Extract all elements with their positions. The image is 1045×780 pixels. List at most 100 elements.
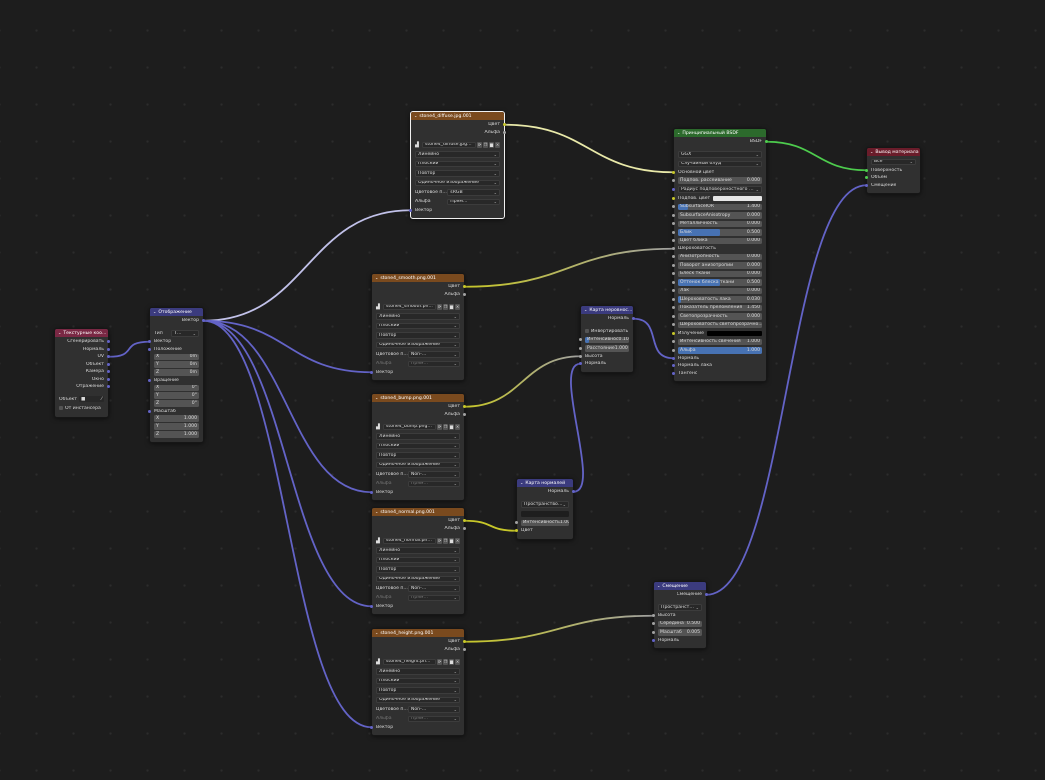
link-bump_img-to-bump[interactable] [464,355,581,408]
image-name-field[interactable]: stone4_bump.png.001 [383,423,436,430]
uv-map-field[interactable] [521,510,569,517]
col-socket[interactable] [463,519,466,523]
link-height_img-to-displace[interactable] [464,614,654,643]
vec-socket[interactable] [370,604,373,608]
image-browse-icon[interactable]: ▟ [376,537,380,544]
link-principled-to-output[interactable] [766,140,867,172]
vec-socket[interactable] [632,317,635,321]
dropdown[interactable]: Одиночное изображение⌄ [376,575,460,582]
link-bump-to-principled[interactable] [633,317,674,360]
dropdown[interactable]: Плоский⌄ [376,322,460,329]
collapse-chevron-icon[interactable]: ⌄ [677,130,681,135]
float-socket[interactable] [672,255,675,259]
dropdown[interactable]: Одиночное изображение⌄ [415,179,500,186]
reload-icon[interactable]: ⟳ [437,304,442,310]
float-socket[interactable] [652,630,655,634]
dropdown[interactable]: Одиночное изображение⌄ [376,461,460,468]
float-socket[interactable] [463,526,466,530]
collapse-chevron-icon[interactable]: ⌄ [870,149,874,154]
dropdown[interactable]: Точка⌄ [171,330,199,337]
vec-socket[interactable] [107,362,110,366]
vec-socket[interactable] [572,490,575,494]
duplicate-icon[interactable]: ❐ [483,142,488,148]
col-socket[interactable] [672,331,675,335]
dropdown[interactable]: Повтор⌄ [415,170,500,177]
float-socket[interactable] [463,412,466,416]
link-diffuse-to-principled[interactable] [504,123,674,174]
float-socket[interactable] [672,230,675,234]
value-slider[interactable]: Шероховатость светопрозрачно...0.000 [678,321,762,328]
dropdown[interactable]: Повтор⌄ [376,566,460,573]
col-socket[interactable] [463,640,466,644]
vec-socket[interactable] [672,187,675,191]
unlink-icon[interactable]: × [495,142,500,148]
float-socket[interactable] [672,297,675,301]
vec-socket[interactable] [865,183,868,187]
dropdown[interactable]: Плоский⌄ [376,556,460,563]
col-socket[interactable] [515,529,518,533]
link-normalmap-to-bump[interactable] [570,362,584,493]
collapse-chevron-icon[interactable]: ⌄ [375,395,379,400]
collapse-chevron-icon[interactable]: ⌄ [520,480,524,485]
dropdown[interactable]: sRGB⌄ [447,189,500,196]
float-socket[interactable] [672,280,675,284]
float-socket[interactable] [672,239,675,243]
node-header[interactable]: ⌄stone4_bump.png.001 [372,394,464,402]
reload-icon[interactable]: ⟳ [477,142,482,148]
link-normal_img-to-normalmap[interactable] [464,519,517,532]
dropdown[interactable]: Плоский⌄ [376,677,460,684]
dropdown[interactable]: Пространство касат...⌄ [521,501,569,508]
image-name-field[interactable]: stone4_smooth.pn... [383,303,436,310]
vec-socket[interactable] [672,364,675,368]
vec-socket[interactable] [148,347,151,351]
image-name-field[interactable]: stone4_height.png.001 [383,658,436,665]
dropdown[interactable]: Все⌄ [871,158,916,165]
vec-socket[interactable] [672,356,675,360]
node-header[interactable]: ⌄stone4_smooth.png.001 [372,274,464,282]
shader-socket[interactable] [865,176,868,180]
node-header[interactable]: ⌄Текстурные координаты [55,329,108,337]
vec-socket[interactable] [202,319,205,323]
dropdown[interactable]: Плоский⌄ [415,160,500,167]
reload-icon[interactable]: ⟳ [437,424,442,430]
vec-socket[interactable] [107,347,110,351]
image-browse-icon[interactable]: ▟ [376,658,380,665]
link-mapping-to-normal_img[interactable] [203,319,372,608]
float-socket[interactable] [503,130,506,134]
dropdown[interactable]: Линейно⌄ [376,433,460,440]
vec-socket[interactable] [705,593,708,597]
fake-user-icon[interactable]: ▆ [449,304,454,310]
dropdown[interactable]: Линейно⌄ [415,151,500,158]
unlink-icon[interactable]: × [455,304,460,310]
vec-socket[interactable] [107,377,110,381]
collapse-chevron-icon[interactable]: ⌄ [375,630,379,635]
float-socket[interactable] [672,263,675,267]
dropdown[interactable]: Случайный блуд⌄ [678,160,762,167]
link-mapping-to-smooth[interactable] [203,319,372,374]
float-socket[interactable] [672,340,675,344]
float-socket[interactable] [672,314,675,318]
dropdown[interactable]: Линейно⌄ [376,313,460,320]
node-texcoord[interactable]: ⌄Текстурные координатыСгенерироватьНорма… [54,328,110,418]
node-header[interactable]: ⌄Смещение [654,582,706,590]
vec-socket[interactable] [107,355,110,359]
fake-user-icon[interactable]: ▆ [489,142,494,148]
